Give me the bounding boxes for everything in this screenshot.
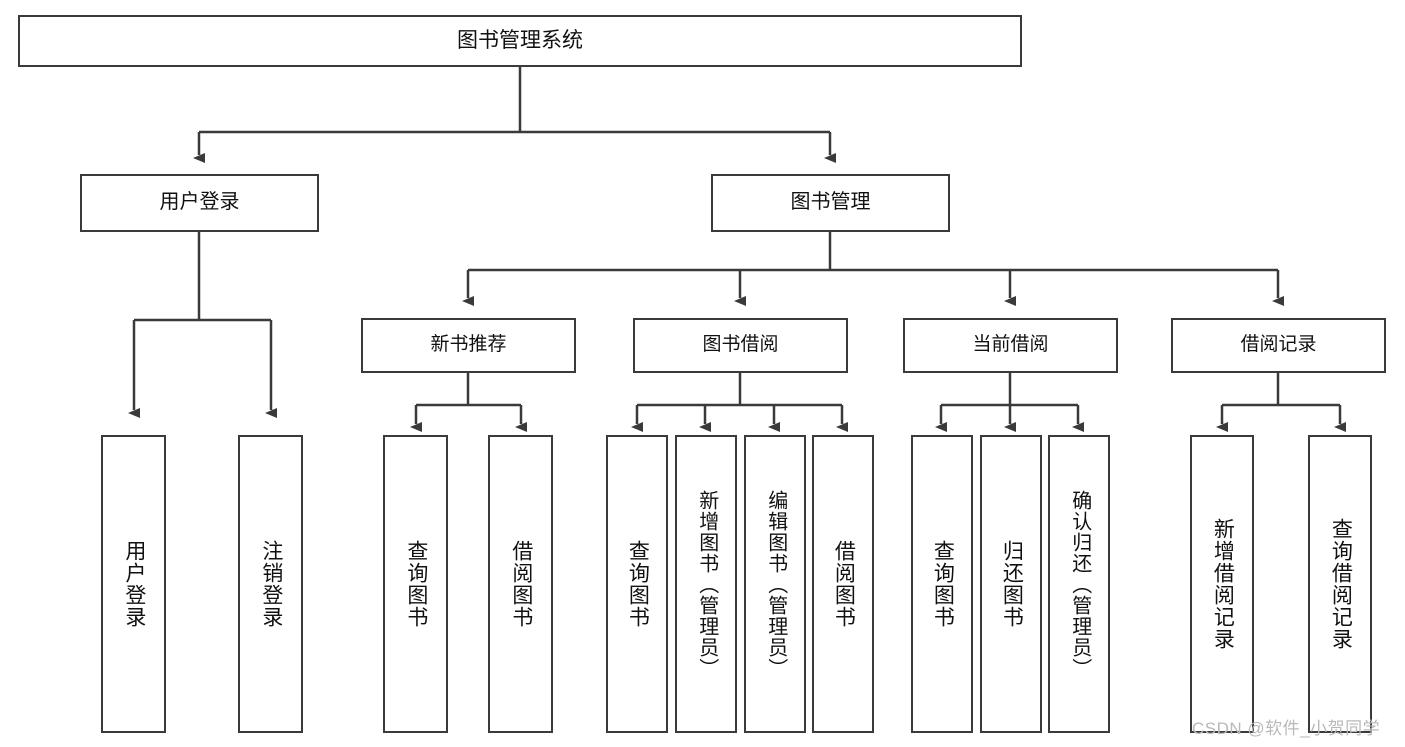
node-current-borrowing[interactable]: 当前借阅 [903,318,1118,373]
leaf-current-confirm-return-admin[interactable]: 确认归还（管理员） [1048,435,1110,733]
node-label: 查询图书 [404,540,428,628]
node-label: 借阅记录 [1240,334,1317,356]
node-label: 图书管理系统 [457,28,583,52]
node-label: 新书推荐 [430,334,507,356]
leaf-borrow-add-book-admin[interactable]: 新增图书（管理员） [675,435,737,733]
node-label: 用户登录 [159,191,240,214]
node-label: 借阅图书 [509,540,533,628]
leaf-borrow-edit-book-admin[interactable]: 编辑图书（管理员） [744,435,806,733]
leaf-record-add-borrow-record[interactable]: 新增借阅记录 [1190,435,1254,733]
node-label: 借阅图书 [832,540,856,628]
leaf-borrow-query-books[interactable]: 查询图书 [606,435,668,733]
node-label: 确认归还（管理员） [1068,489,1091,679]
node-label: 归还图书 [1000,540,1024,628]
csdn-watermark: CSDN @软件_小贺同学 [1192,719,1381,738]
node-user-login[interactable]: 用户登录 [80,174,319,232]
node-label: 新增借阅记录 [1211,518,1235,650]
node-label: 编辑图书（管理员） [764,489,787,679]
leaf-user-login-logout[interactable]: 注销登录 [238,435,303,733]
node-label: 用户登录 [122,540,146,628]
node-label: 图书借阅 [702,334,779,356]
node-label: 查询图书 [931,540,955,628]
leaf-new-book-query-books[interactable]: 查询图书 [383,435,448,733]
node-label: 注销登录 [259,540,283,628]
leaf-borrow-borrow-books[interactable]: 借阅图书 [812,435,874,733]
node-label: 新增图书（管理员） [695,489,718,679]
node-borrowing-record[interactable]: 借阅记录 [1171,318,1386,373]
node-book-borrowing[interactable]: 图书借阅 [633,318,848,373]
leaf-new-book-borrow-books[interactable]: 借阅图书 [488,435,553,733]
node-root-book-management-system[interactable]: 图书管理系统 [18,15,1022,67]
node-book-management[interactable]: 图书管理 [711,174,950,232]
node-label: 当前借阅 [972,334,1049,356]
node-label: 查询图书 [626,540,650,628]
leaf-current-return-books[interactable]: 归还图书 [980,435,1042,733]
node-label: 查询借阅记录 [1329,518,1353,650]
leaf-record-query-borrow-record[interactable]: 查询借阅记录 [1308,435,1372,733]
leaf-user-login-login[interactable]: 用户登录 [101,435,166,733]
node-label: 图书管理 [790,191,871,214]
leaf-current-query-books[interactable]: 查询图书 [911,435,973,733]
node-new-book-recommendation[interactable]: 新书推荐 [361,318,576,373]
